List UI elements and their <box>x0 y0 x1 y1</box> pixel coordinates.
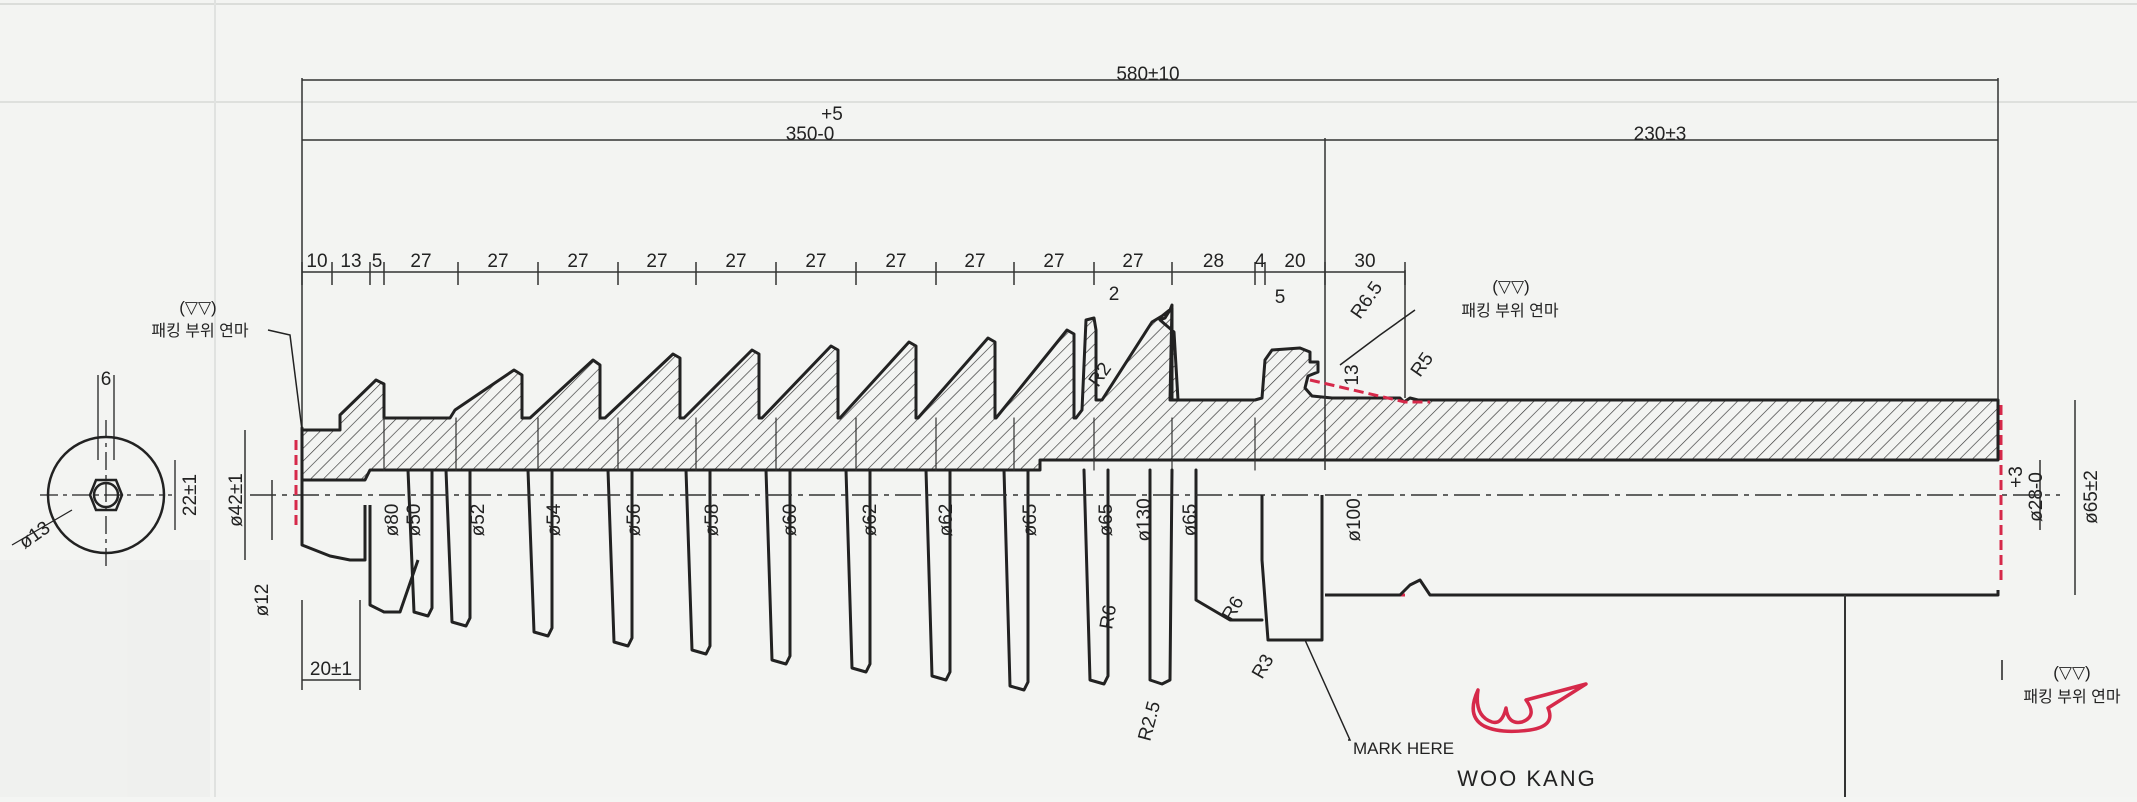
finish-symbol-mid: (▽▽) <box>1492 277 1529 296</box>
pitch-label: 30 <box>1354 251 1375 272</box>
pitch-label: 28 <box>1203 251 1224 272</box>
diameter-label: ø56 <box>624 504 645 537</box>
dimension-texts: 580±10 +5 350-0 230±3 5 2 13 R6.5 R5 R2 … <box>786 64 1687 743</box>
pitch-label: 27 <box>725 251 746 272</box>
pitch-label: 27 <box>964 251 985 272</box>
lower-fin <box>526 468 554 638</box>
dimension-lines <box>301 78 1999 470</box>
pitch-label: 10 <box>306 251 327 272</box>
lower-fin <box>844 468 872 674</box>
radius-r6a: R6 <box>1096 603 1121 631</box>
right-d28: ø28-0 <box>2026 472 2047 522</box>
right-d28-tol: +3 <box>2006 466 2027 488</box>
lower-fin <box>406 468 434 618</box>
diameter-label: ø62 <box>860 504 881 537</box>
upper-section-hatched <box>300 303 2000 482</box>
lower-fin <box>1082 468 1110 686</box>
dim-5: 5 <box>1275 287 1286 308</box>
mark-here: MARK HERE <box>1353 739 1454 758</box>
pitch-label: 27 <box>805 251 826 272</box>
lower-fin <box>764 468 792 666</box>
notes: (▽▽) 패킹 부위 연마 (▽▽) 패킹 부위 연마 (▽▽) 패킹 부위 연… <box>151 277 2120 758</box>
logo-text: WOO KANG <box>1457 766 1596 791</box>
end-dim-22: 22±1 <box>180 474 201 516</box>
diameter-label: ø60 <box>780 504 801 537</box>
pitch-ticks <box>301 262 1406 285</box>
diameter-label: ø52 <box>468 504 489 537</box>
pitch-label: 27 <box>646 251 667 272</box>
dim-13: 13 <box>1342 364 1363 385</box>
lower-fin <box>684 468 712 656</box>
pitch-texts: 10 13 5 27 27 27 27 27 27 27 27 27 27 28 4 20 30 <box>306 251 1375 272</box>
packing-note-left: 패킹 부위 연마 <box>151 322 248 340</box>
packing-note-right: 패킹 부위 연마 <box>2023 688 2120 706</box>
diameter-label: ø80 <box>382 504 403 537</box>
logo-mark <box>1471 682 1588 734</box>
diameter-label: ø100 <box>1344 498 1365 541</box>
left-length: 350-0 <box>786 124 835 145</box>
pitch-label: 27 <box>567 251 588 272</box>
pitch-label: 27 <box>885 251 906 272</box>
diameter-label: ø62 <box>936 504 957 537</box>
finish-symbol-left: (▽▽) <box>179 298 216 317</box>
tol-upper: +5 <box>821 104 843 125</box>
diameter-label: ø58 <box>702 504 723 537</box>
pitch-label: 27 <box>410 251 431 272</box>
pitch-label: 27 <box>1122 251 1143 272</box>
left-len20: 20±1 <box>310 659 352 680</box>
packing-note-mid: 패킹 부위 연마 <box>1461 302 1558 320</box>
pitch-label: 13 <box>340 251 361 272</box>
lower-fin <box>606 468 634 648</box>
right-d65: ø65±2 <box>2081 470 2102 524</box>
dim-2: 2 <box>1109 284 1120 305</box>
diameter-label: ø54 <box>544 503 565 536</box>
end-dim-13: ø13 <box>15 518 54 554</box>
lower-fin <box>444 468 472 628</box>
left-dimension-lines <box>244 400 2076 690</box>
insulator-profile <box>300 303 2000 482</box>
diameter-label: ø65 <box>1096 504 1117 537</box>
lower-fin <box>1002 468 1030 692</box>
end-view-texts: 6 22±1 ø13 ø42±1 ø12 20±1 +3 ø28-0 ø65±2 <box>15 369 2102 680</box>
lower-fin-large <box>1148 468 1174 686</box>
diameter-label: ø65 <box>1180 504 1201 537</box>
pitch-label: 5 <box>372 251 383 272</box>
pitch-label: 20 <box>1284 251 1305 272</box>
radius-r65: R6.5 <box>1347 278 1387 323</box>
woo-kang-logo: WOO KANG <box>1457 682 1596 791</box>
finish-symbol-right: (▽▽) <box>2053 663 2090 682</box>
pitch-label: 27 <box>1043 251 1064 272</box>
end-view <box>11 375 176 570</box>
radius-r3: R3 <box>1248 651 1278 683</box>
body-outline <box>383 417 1264 692</box>
radius-r25: R2.5 <box>1135 699 1166 743</box>
lower-fin <box>924 468 952 682</box>
leader-lines <box>267 309 2003 741</box>
diameter-label: ø130 <box>1134 498 1155 541</box>
overall-length: 580±10 <box>1116 64 1179 85</box>
end-dim-6: 6 <box>101 369 112 390</box>
lower-fin-last <box>1194 468 1264 622</box>
pitch-label: 27 <box>487 251 508 272</box>
left-d42: ø42±1 <box>226 473 247 527</box>
lower-profile <box>300 480 2000 797</box>
pitch-label: 4 <box>1255 251 1266 272</box>
right-length: 230±3 <box>1634 124 1687 145</box>
diameter-label: ø50 <box>404 504 425 537</box>
radius-r5: R5 <box>1407 349 1438 381</box>
diameter-label: ø65 <box>1020 504 1041 537</box>
left-d12: ø12 <box>252 584 273 617</box>
